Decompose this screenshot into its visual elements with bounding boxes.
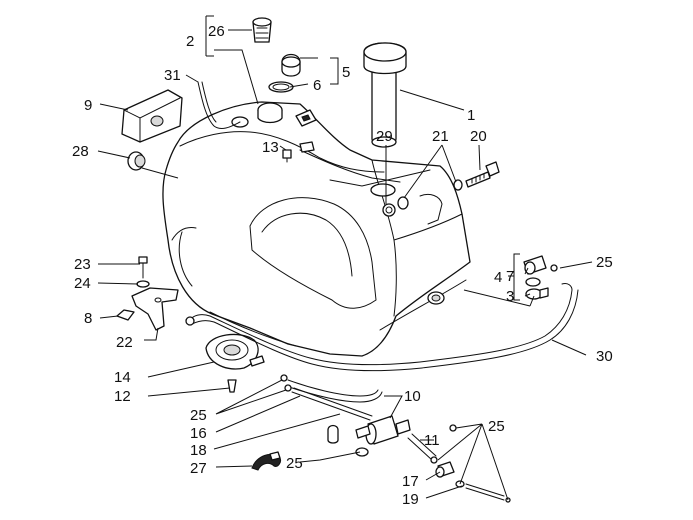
- callout-20: 20: [470, 128, 487, 145]
- part-25-clip-lower: [327, 424, 457, 457]
- callout-26: 26: [208, 23, 225, 40]
- callout-22: 22: [116, 334, 133, 351]
- part-28-rubber-mount: [127, 151, 146, 171]
- part-23-bolt: [138, 256, 148, 279]
- callout-14: 14: [114, 369, 131, 386]
- part-30-fuel-line: [185, 283, 579, 372]
- part-7-oring: [525, 277, 541, 287]
- part-19-pipe: [455, 480, 511, 503]
- part-1-fuel-level-sender: [363, 42, 407, 148]
- callout-27: 27: [190, 460, 207, 477]
- part-24-washer: [136, 280, 150, 288]
- callout-3: 3: [506, 288, 514, 305]
- fuel-tank: [162, 101, 471, 357]
- callout-28: 28: [72, 143, 89, 160]
- callout-labels: 26 2 5 6 31 1 9 28 13 29 21 20 23 24 8 2…: [72, 23, 613, 508]
- part-31-breather-tube: [197, 81, 241, 129]
- callout-24: 24: [74, 275, 91, 292]
- callout-25-lower-right: 25: [488, 418, 505, 435]
- callout-17: 17: [402, 473, 419, 490]
- part-10-fuel-filter: [355, 415, 411, 445]
- callout-7: 7: [506, 268, 514, 285]
- part-25-clips-upper: [280, 374, 292, 392]
- callout-6: 6: [313, 77, 321, 94]
- callout-21: 21: [432, 128, 449, 145]
- callout-16: 16: [190, 425, 207, 442]
- part-13-screw: [282, 149, 292, 163]
- part-25-clip-right: [550, 264, 558, 272]
- part-21-washers: [397, 179, 463, 210]
- part-29-nut: [382, 203, 396, 217]
- filler-gasket: [295, 109, 317, 127]
- filler-neck: [257, 102, 283, 124]
- callout-19: 19: [402, 491, 419, 508]
- part-14-flange: [205, 333, 265, 370]
- callout-8: 8: [84, 310, 92, 327]
- callout-4: 4: [494, 269, 502, 286]
- callout-1: 1: [467, 107, 475, 124]
- part-7-fitting: [523, 255, 547, 275]
- callout-31: 31: [164, 67, 181, 84]
- part-11-pipe: [407, 433, 438, 464]
- part-3-clamp: [525, 287, 549, 300]
- callout-29: 29: [376, 128, 393, 145]
- callout-23: 23: [74, 256, 91, 273]
- part-6-cap-seal: [268, 81, 294, 93]
- part-8-clip: [116, 309, 135, 321]
- part-16-hose: [285, 379, 383, 403]
- callout-2: 2: [186, 33, 194, 50]
- callout-9: 9: [84, 97, 92, 114]
- callout-30: 30: [596, 348, 613, 365]
- part-17-fitting: [435, 461, 455, 478]
- callout-10: 10: [404, 388, 421, 405]
- leader-lines: [97, 15, 593, 501]
- part-20-bolt: [465, 161, 500, 188]
- callout-25-right: 25: [596, 254, 613, 271]
- part-18-hose: [291, 387, 373, 421]
- clip-near-13: [299, 141, 315, 153]
- callout-13: 13: [262, 139, 279, 156]
- part-22-bracket: [131, 287, 179, 331]
- callout-11: 11: [424, 432, 440, 449]
- part-27-hose-band: [251, 451, 281, 471]
- callout-25-left: 25: [190, 407, 207, 424]
- callout-12: 12: [114, 388, 131, 405]
- part-26-filter: [252, 17, 272, 43]
- part-12-screw: [227, 379, 237, 393]
- part-5-fuel-cap: [281, 53, 301, 77]
- part-9-cover: [121, 89, 183, 143]
- callout-25-bottom: 25: [286, 455, 303, 472]
- callout-18: 18: [190, 442, 207, 459]
- callout-5: 5: [342, 64, 350, 81]
